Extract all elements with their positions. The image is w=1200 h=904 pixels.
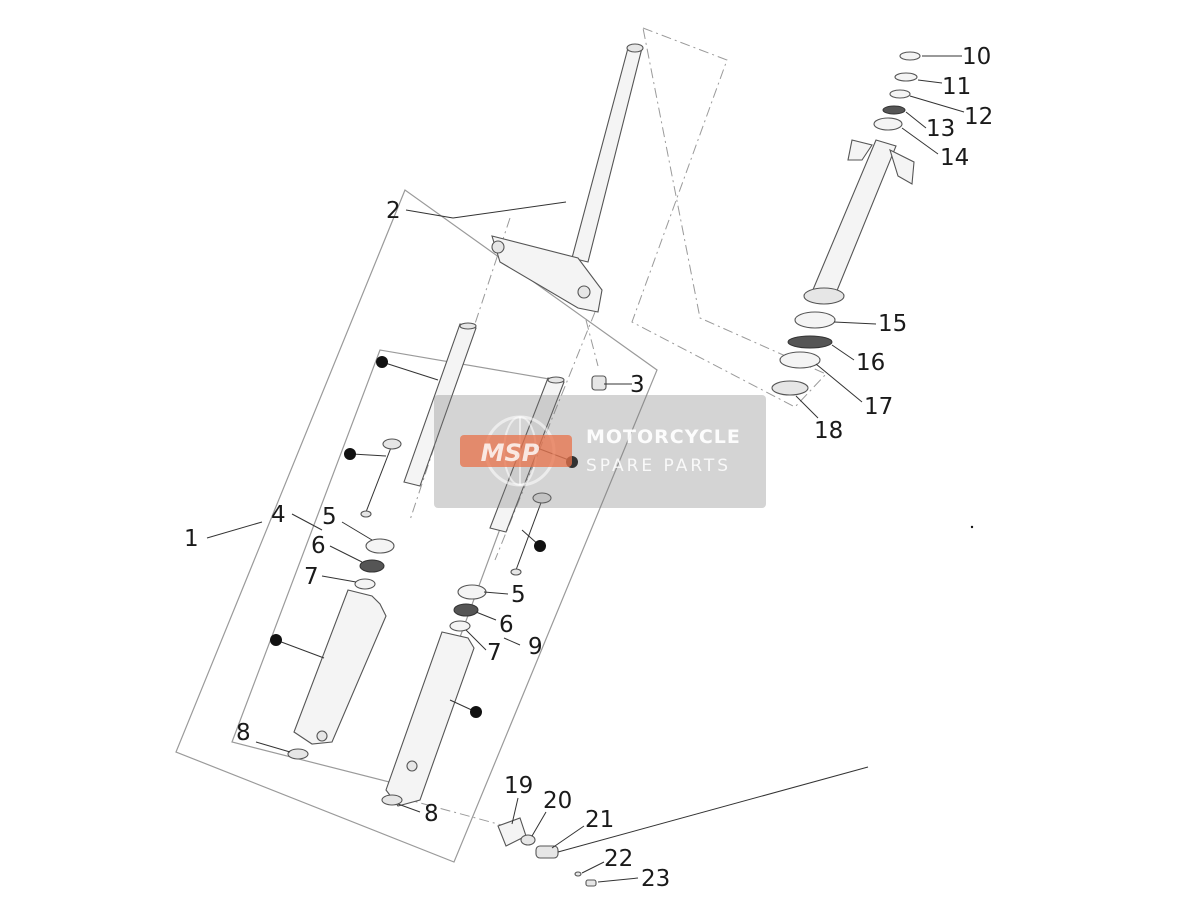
callout-labels: 1 2 3 4 5 5 6 6 7 7 8 8 9 10 11 12 13 14…: [184, 44, 993, 892]
callout-16: 16: [856, 350, 885, 376]
steering-stem: [491, 43, 644, 313]
left-bottom-cap: [287, 748, 309, 760]
callout-1: 1: [184, 526, 199, 552]
stray-mark: [970, 525, 974, 529]
callout-5b: 5: [511, 582, 526, 608]
callout-11: 11: [942, 74, 971, 100]
left-fork-tube: [403, 322, 477, 487]
callout-22: 22: [604, 846, 633, 872]
callout-14: 14: [940, 145, 969, 171]
watermark-line2: SPARE PARTS: [586, 456, 732, 476]
msp-logo-icon: MSP: [460, 415, 572, 487]
speedometer-drive: [497, 766, 869, 887]
callout-4: 4: [271, 502, 286, 528]
left-damper-rod: [360, 438, 402, 518]
right-bottom-cap: [381, 794, 403, 806]
axis-line: [409, 217, 511, 521]
right-seals: [449, 584, 487, 632]
upper-bearing-stack: [873, 51, 921, 131]
part-3-bolt: [591, 375, 607, 391]
callout-6b: 6: [499, 612, 514, 638]
callout-8a: 8: [236, 720, 251, 746]
callout-21: 21: [585, 807, 614, 833]
watermark-line1: MOTORCYCLE: [586, 426, 741, 448]
left-seals: [354, 538, 395, 590]
callout-13: 13: [926, 116, 955, 142]
callout-10: 10: [962, 44, 991, 70]
axis-line: [585, 319, 599, 367]
callout-6a: 6: [311, 533, 326, 559]
callout-7a: 7: [304, 564, 319, 590]
callout-3: 3: [630, 372, 645, 398]
steering-group-frame: [631, 27, 827, 408]
callout-18: 18: [814, 418, 843, 444]
callout-8b: 8: [424, 801, 439, 827]
steering-head-tube: [803, 139, 915, 305]
callout-12: 12: [964, 104, 993, 130]
watermark: MSP MOTORCYCLE SPARE PARTS: [434, 395, 766, 508]
callout-17: 17: [864, 394, 893, 420]
callout-2: 2: [386, 198, 401, 224]
callout-19: 19: [504, 773, 533, 799]
callout-23: 23: [641, 866, 670, 892]
lower-bearing-stack: [771, 311, 836, 396]
logo-text: MSP: [481, 439, 540, 467]
callout-7b: 7: [487, 640, 502, 666]
right-damper-rod: [510, 492, 552, 576]
callout-5a: 5: [322, 504, 337, 530]
callout-15: 15: [878, 311, 907, 337]
right-fork-slider: [385, 631, 475, 807]
callout-20: 20: [543, 788, 572, 814]
callout-9: 9: [528, 634, 543, 660]
fork-assembly-frame: [175, 189, 658, 863]
left-fork-slider: [293, 589, 387, 745]
